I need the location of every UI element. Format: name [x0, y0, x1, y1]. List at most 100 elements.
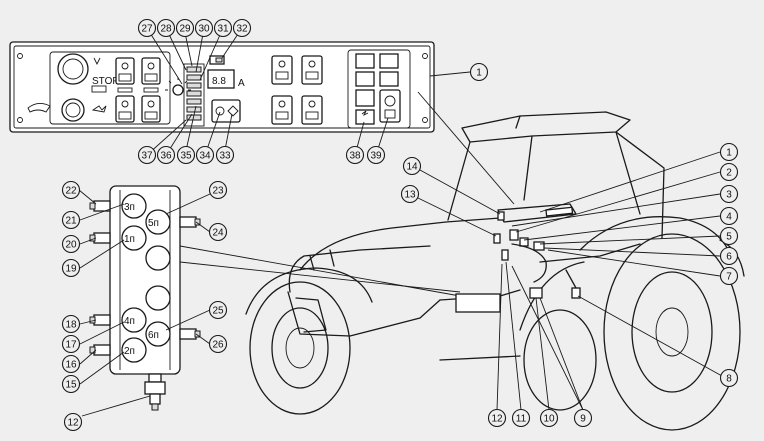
callout-27: 27: [137, 18, 157, 38]
svg-text:33: 33: [219, 151, 231, 162]
svg-text:1: 1: [476, 68, 482, 79]
svg-text:4: 4: [726, 212, 732, 223]
component-5: [533, 241, 545, 251]
warning-lamp: [172, 84, 184, 96]
hood: [299, 217, 501, 271]
svg-text:10: 10: [543, 414, 555, 425]
svg-text:39: 39: [370, 151, 382, 162]
svg-text:31: 31: [217, 24, 229, 35]
indicator-led-3: [186, 82, 202, 89]
front-wheel: [249, 281, 351, 415]
switch-3: [115, 95, 135, 123]
callout-24: 24: [208, 222, 228, 242]
port-2n: 2п: [124, 346, 135, 357]
tractor-icon: [93, 57, 101, 66]
port-3n: 3п: [124, 202, 135, 213]
lamp-icon: [91, 105, 107, 113]
switch-6: [301, 55, 323, 85]
indicator-r3: [355, 71, 375, 87]
control-panel: STOP 8.8 A: [9, 41, 435, 133]
callout-38: 38: [345, 145, 365, 165]
callout-23: 23: [208, 180, 228, 200]
svg-text:36: 36: [160, 151, 172, 162]
callout-13: 13: [400, 184, 420, 204]
callout-37: 37: [137, 145, 157, 165]
callout-17: 17: [61, 334, 81, 354]
callout-35: 35: [176, 145, 196, 165]
svg-text:30: 30: [198, 24, 210, 35]
digital-display: [207, 69, 235, 89]
callout-7: 7: [719, 266, 739, 286]
indicator-led-6: [186, 106, 202, 113]
callout-16: 16: [61, 354, 81, 374]
svg-text:9: 9: [580, 414, 586, 425]
component-10: [529, 287, 543, 299]
display-letter: A: [238, 78, 245, 89]
callout-25: 25: [208, 300, 228, 320]
svg-text:26: 26: [212, 340, 224, 351]
callout-28: 28: [156, 18, 176, 38]
svg-text:20: 20: [65, 240, 77, 251]
switch-1: [115, 57, 135, 85]
svg-text:38: 38: [349, 151, 361, 162]
svg-text:32: 32: [236, 24, 248, 35]
callout-14: 14: [402, 156, 422, 176]
callout-22: 22: [61, 180, 81, 200]
callout-18: 18: [61, 314, 81, 334]
svg-text:37: 37: [141, 151, 153, 162]
svg-text:12: 12: [491, 414, 503, 425]
switch-5: [271, 55, 293, 85]
component-14: [497, 211, 505, 221]
ignition-switch-knob: [57, 53, 89, 85]
svg-text:27: 27: [141, 24, 153, 35]
callout-30: 30: [194, 18, 214, 38]
callout-15: 15: [61, 374, 81, 394]
port-1n: 1п: [124, 234, 135, 245]
callout-3: 3: [719, 184, 739, 204]
indicator-led-5: [186, 98, 202, 105]
svg-text:8: 8: [726, 374, 732, 385]
port-4n: 4п: [124, 316, 135, 327]
emergency-stop-button: [61, 98, 85, 122]
svg-text:25: 25: [212, 306, 224, 317]
callout-1-panel: 1: [469, 62, 489, 82]
svg-text:14: 14: [406, 162, 418, 173]
callout-6: 6: [719, 246, 739, 266]
valve-block: 3п 1п 4п 2п 5п 6п: [89, 185, 201, 411]
indicator-r4: [379, 71, 399, 87]
indicator-38: [355, 109, 375, 125]
indicator-led-4: [186, 90, 202, 97]
callout-1-tractor: 1: [719, 142, 739, 162]
callout-26: 26: [208, 334, 228, 354]
component-11: [501, 249, 509, 261]
callout-21: 21: [61, 210, 81, 230]
svg-text:19: 19: [65, 264, 77, 275]
callout-20: 20: [61, 234, 81, 254]
callout-8: 8: [719, 368, 739, 388]
svg-text:1: 1: [726, 148, 732, 159]
indicator-r1: [355, 53, 375, 69]
stop-label: STOP: [92, 76, 119, 87]
callout-9: 9: [573, 408, 593, 428]
callout-12-tractor: 12: [487, 408, 507, 428]
svg-text:7: 7: [726, 272, 732, 283]
svg-text:15: 15: [65, 380, 77, 391]
callout-2: 2: [719, 162, 739, 182]
svg-text:34: 34: [199, 151, 211, 162]
svg-text:12: 12: [67, 418, 79, 429]
callout-34: 34: [195, 145, 215, 165]
direction-icon: [227, 105, 239, 117]
horn-icon: [27, 103, 51, 113]
svg-text:24: 24: [212, 228, 224, 239]
callout-11: 11: [511, 408, 531, 428]
svg-text:22: 22: [65, 186, 77, 197]
svg-text:23: 23: [212, 186, 224, 197]
svg-text:21: 21: [65, 216, 77, 227]
indicator-led-2: [186, 74, 202, 81]
port-6n: 6п: [148, 330, 159, 341]
port-5n: 5п: [148, 218, 159, 229]
switch-8: [301, 95, 323, 125]
callout-19: 19: [61, 258, 81, 278]
cab-roof: [461, 111, 631, 143]
